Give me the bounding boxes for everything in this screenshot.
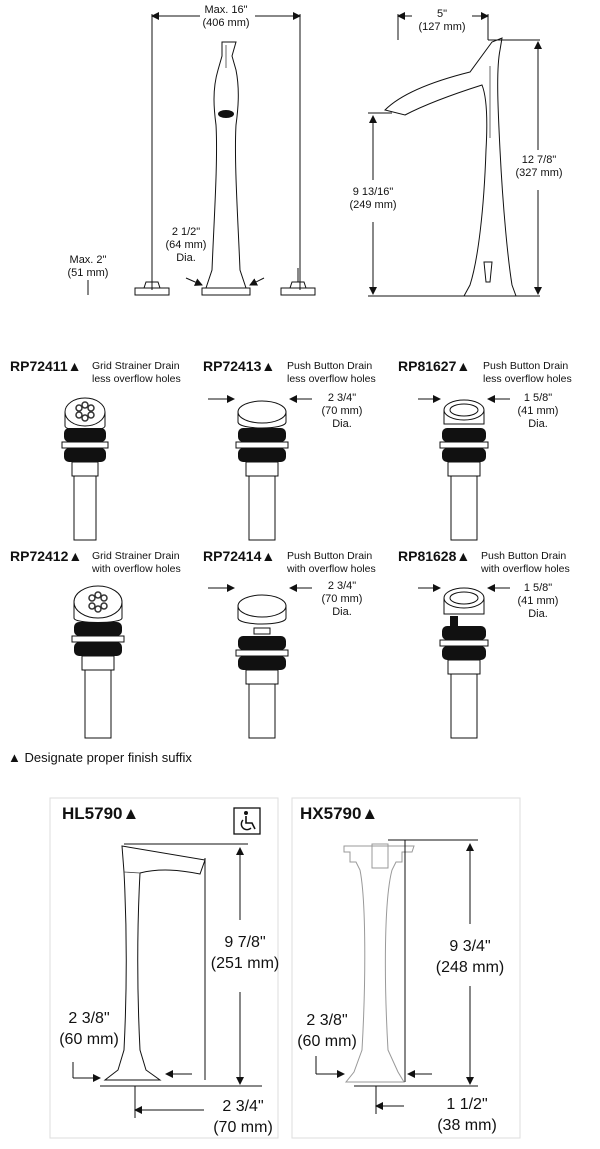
handle-hl5790-drawing xyxy=(72,843,262,1118)
width-max-label: Max. 16"(406 mm) xyxy=(202,4,250,29)
handle-code-hx5790: HX5790▲ xyxy=(300,804,379,823)
drain-code-rp81627: RP81627▲ xyxy=(398,358,471,374)
finish-suffix-note: ▲ Designate proper finish suffix xyxy=(8,750,192,765)
drain-dim-rp72414: 2 3/4"(70 mm)Dia. xyxy=(321,580,363,618)
drain-code-rp81628: RP81628▲ xyxy=(398,548,471,564)
handle-base-hl5790: 2 3/8"(60 mm) xyxy=(59,1010,119,1048)
handle-depth-hx5790: 1 1/2"(38 mm) xyxy=(437,1096,497,1134)
drain-dim-rp81627: 1 5/8"(41 mm)Dia. xyxy=(517,392,559,430)
drain-rp81628 xyxy=(418,584,510,739)
handle-base-hx5790: 2 3/8"(60 mm) xyxy=(297,1012,357,1050)
handle-code-hl5790: HL5790▲ xyxy=(62,804,140,823)
drain-rp72411 xyxy=(61,397,109,541)
drain-rp72414 xyxy=(208,584,312,739)
spout-reach-label: 5"(127 mm) xyxy=(418,8,466,33)
wheelchair-icon xyxy=(233,807,261,835)
base-dia-label: 2 1/2"(64 mm)Dia. xyxy=(165,226,207,264)
deck-max-label: Max. 2"(51 mm) xyxy=(67,254,109,279)
drain-dim-rp81628: 1 5/8"(41 mm)Dia. xyxy=(517,582,559,620)
drain-rp72412 xyxy=(71,585,125,739)
total-height-label: 12 7/8"(327 mm) xyxy=(515,154,563,179)
faucet-side-view xyxy=(368,12,542,297)
faucet-front-view xyxy=(87,12,316,296)
drain-code-rp72411: RP72411▲ xyxy=(10,358,82,374)
drain-rp81627 xyxy=(418,395,510,541)
handle-height-hl5790: 9 7/8"(251 mm) xyxy=(210,934,280,972)
drain-code-rp72412: RP72412▲ xyxy=(10,548,83,564)
drain-rp72413 xyxy=(208,395,312,541)
spout-height-label: 9 13/16"(249 mm) xyxy=(349,186,397,211)
drain-dim-rp72413: 2 3/4"(70 mm)Dia. xyxy=(321,392,363,430)
handle-depth-hl5790: 2 3/4"(70 mm) xyxy=(213,1098,273,1136)
handle-height-hx5790: 9 3/4"(248 mm) xyxy=(435,938,505,976)
drain-code-rp72413: RP72413▲ xyxy=(203,358,276,374)
handle-hx5790-drawing xyxy=(315,839,478,1114)
drain-code-rp72414: RP72414▲ xyxy=(203,548,276,564)
